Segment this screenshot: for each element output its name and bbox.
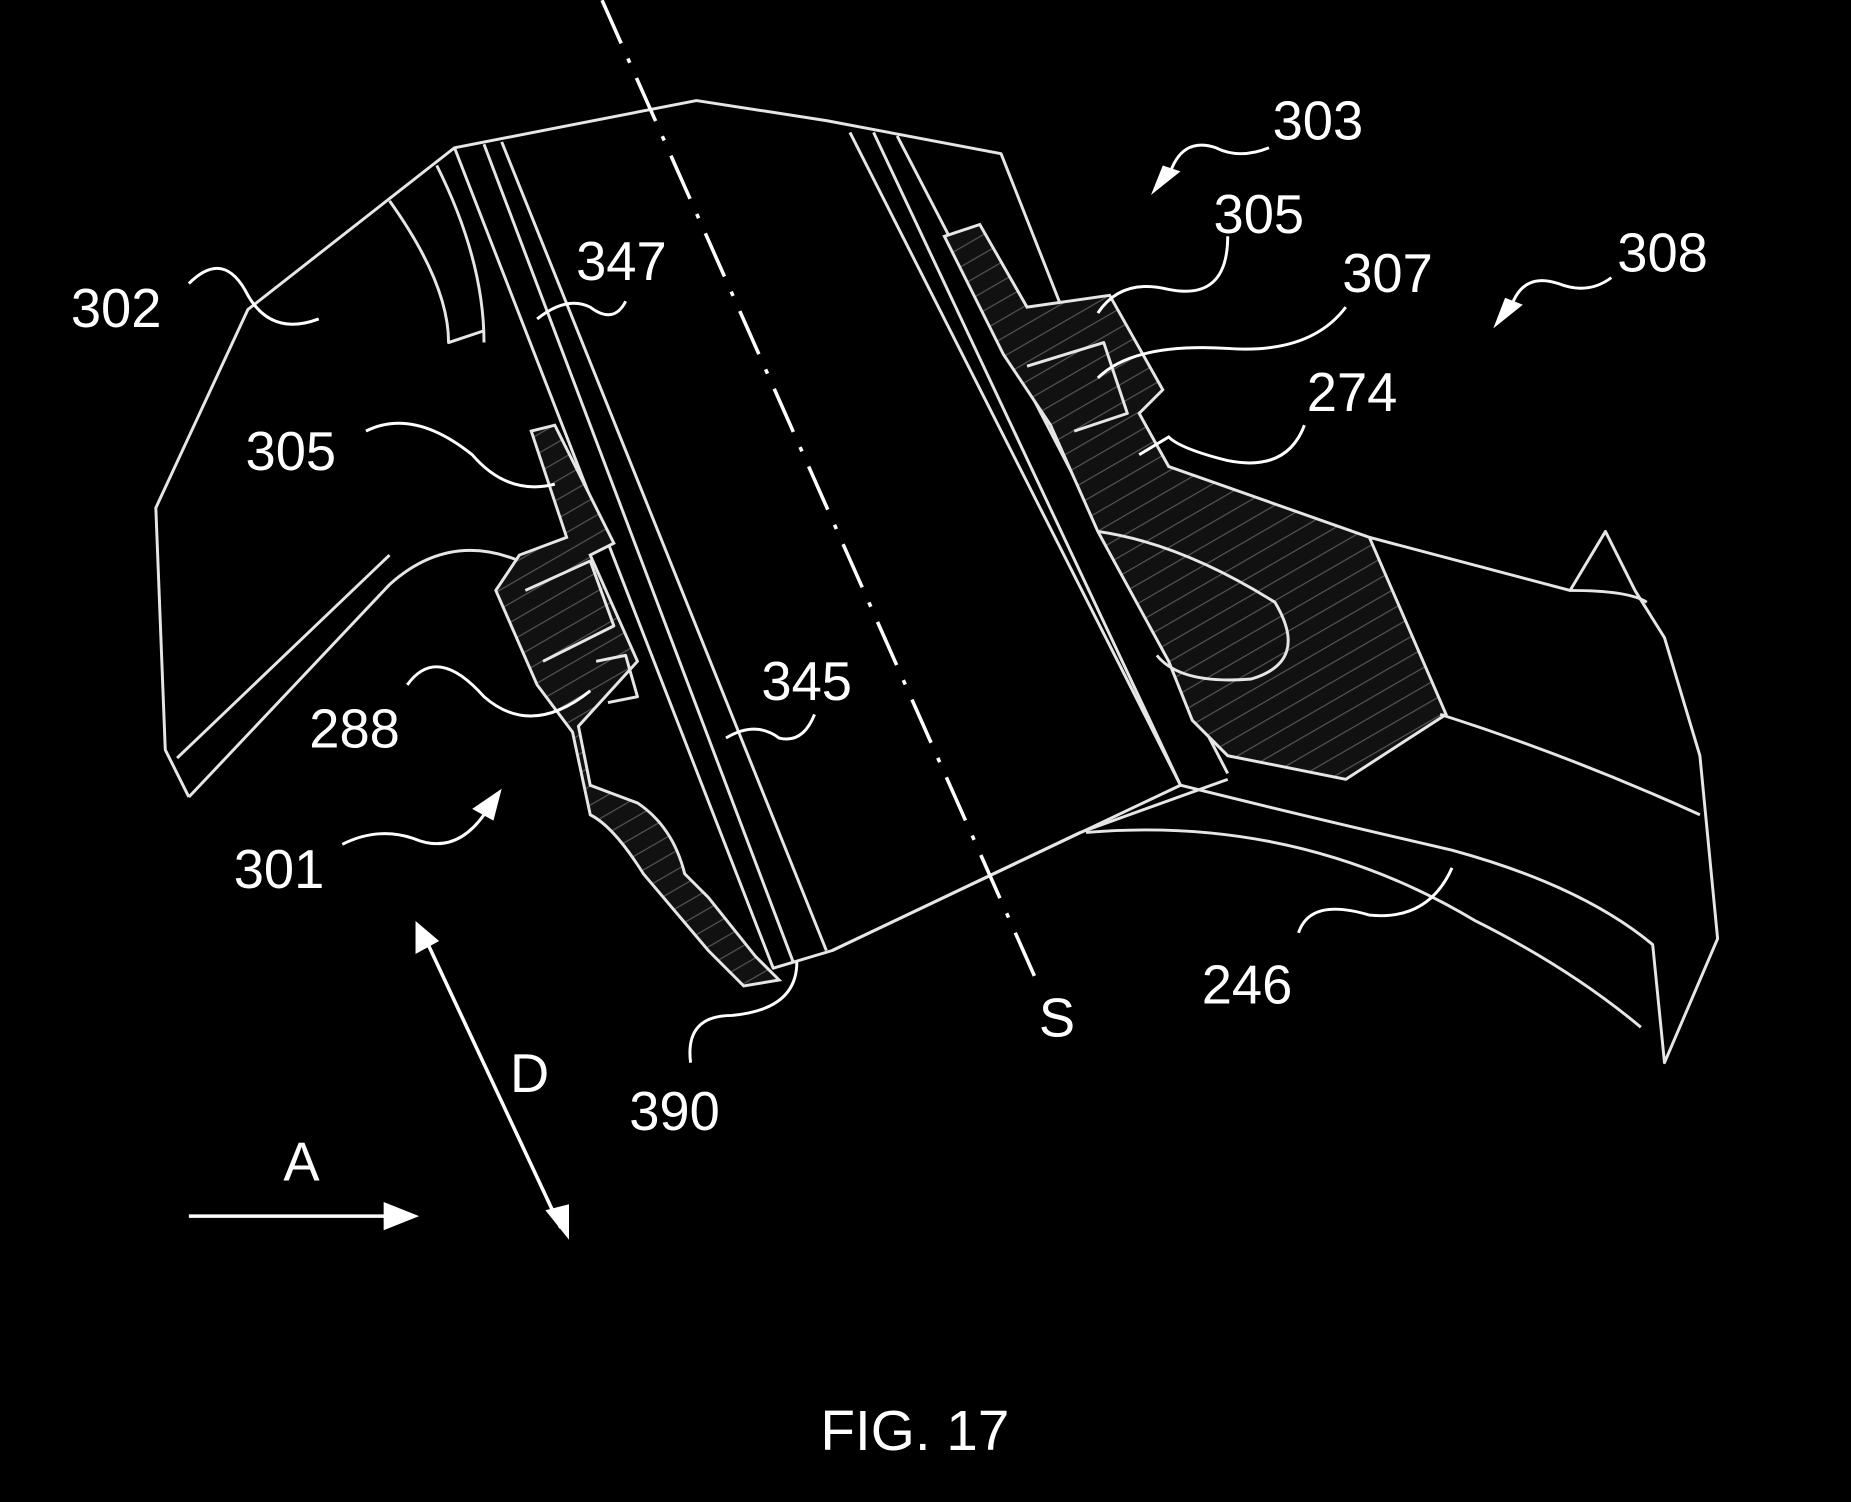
- label-302: 302: [71, 278, 162, 339]
- label-305-right: 305: [1214, 184, 1305, 245]
- label-308: 308: [1617, 223, 1708, 284]
- label-288: 288: [309, 698, 400, 759]
- label-347: 347: [576, 231, 667, 292]
- arrow-301-icon: [472, 788, 502, 821]
- label-303: 303: [1273, 91, 1364, 152]
- label-246: 246: [1202, 955, 1293, 1016]
- label-305-left: 305: [246, 421, 337, 482]
- seal-right: [942, 222, 1448, 781]
- label-345: 345: [761, 651, 852, 712]
- direction-d-arrow: [415, 920, 569, 1240]
- label-d-direction: D: [510, 1043, 549, 1104]
- seal-left: [494, 423, 783, 988]
- label-301: 301: [234, 839, 325, 900]
- label-s-axis: S: [1039, 988, 1075, 1049]
- label-307: 307: [1342, 243, 1433, 304]
- label-a-direction: A: [283, 1132, 320, 1193]
- tube-246: [1085, 529, 1720, 1065]
- axis-s-line: [600, 0, 1041, 987]
- leader-lines: [187, 143, 1613, 1063]
- arrow-303-icon: [1150, 165, 1181, 195]
- figure-caption: FIG. 17: [820, 1400, 1009, 1463]
- direction-a-arrow: [188, 1201, 420, 1231]
- label-274: 274: [1307, 362, 1398, 423]
- label-390: 390: [629, 1081, 720, 1142]
- arrow-308-icon: [1493, 297, 1523, 329]
